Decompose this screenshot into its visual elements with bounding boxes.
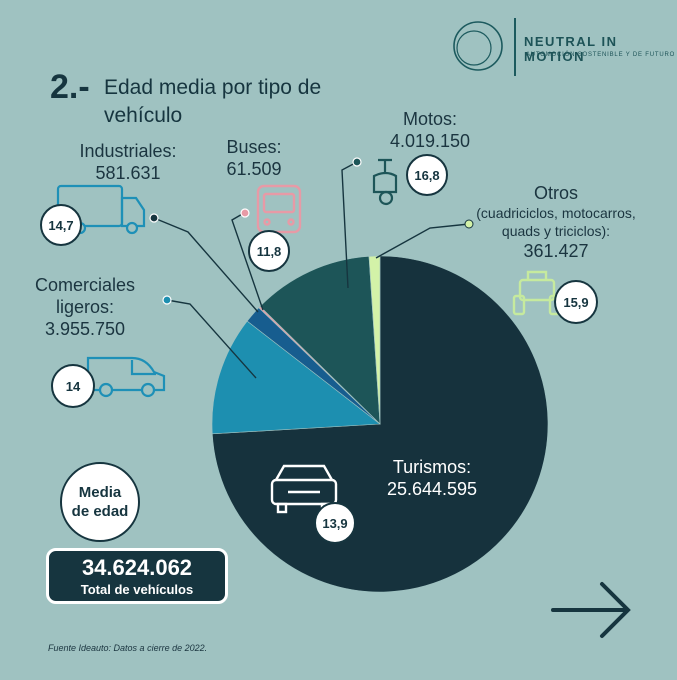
bus-icon [256,184,302,234]
industriales-value: 581.631 [95,163,161,183]
age-badge-industriales: 14,7 [40,204,82,246]
otros-label: Otros [533,183,578,203]
leader-dot-otros [464,219,474,229]
age-badge-turismos: 13,9 [314,502,356,544]
total-label: Total de vehículos [80,582,194,597]
industriales-label: Industriales: [79,141,177,161]
comerciales-value: 3.955.750 [44,319,126,339]
total-value: 34.624.062 [81,555,193,580]
turismos-value: 25.644.595 [386,479,478,499]
age-badge-otros: 15,9 [554,280,598,324]
brand-name: NEUTRAL IN MOTION [524,34,618,64]
leader-dot-industriales [149,213,159,223]
age-badge-motos: 16,8 [406,154,448,196]
motos-value: 4.019.150 [389,131,471,151]
leader-line-motos [341,161,358,289]
leader-dot-buses [240,208,250,218]
leader-dot-motos [352,157,362,167]
brand-tagline: AUTOMOCIÓN SOSTENIBLE Y DE FUTURO [526,52,676,58]
age-badge-comerciales: 14 [51,364,95,408]
quad-icon [512,270,562,316]
brand-divider [514,18,516,76]
otros-detail: (cuadriciclos, motocarros, quads y trici… [476,205,636,239]
age-badge-buses: 11,8 [248,230,290,272]
buses-value: 61.509 [226,159,282,179]
leader-line-buses [231,212,264,311]
media-badge-line1: Media [78,484,122,501]
comerciales-label: Comerciales ligeros: [34,275,136,317]
motos-label: Motos: [402,109,458,129]
media-edad-badge: Media de edad [60,462,140,542]
leader-line-comerciales [166,299,257,379]
pie-slice-comerciales-ligeros [211,320,381,435]
turismos-label: Turismos: [392,457,472,477]
brand-logo-circle-icon [453,21,503,71]
page-title: Edad media por tipo de vehículo [104,76,322,127]
title-number: 2.- [50,68,90,106]
leader-line-otros [375,223,470,259]
pie-slice-motos [259,256,381,425]
otros-value: 361.427 [523,241,589,261]
buses-label: Buses: [226,137,282,157]
leader-line-industriales [153,217,259,313]
media-badge-line2: de edad [71,503,129,520]
leader-dot-comerciales [162,295,172,305]
van-icon [86,356,166,398]
next-arrow-icon[interactable] [551,582,631,638]
total-box: 34.624.062 Total de vehículos [46,548,228,604]
scooter-icon [372,158,398,206]
source-footer: Fuente Ideauto: Datos a cierre de 2022. [48,643,208,653]
